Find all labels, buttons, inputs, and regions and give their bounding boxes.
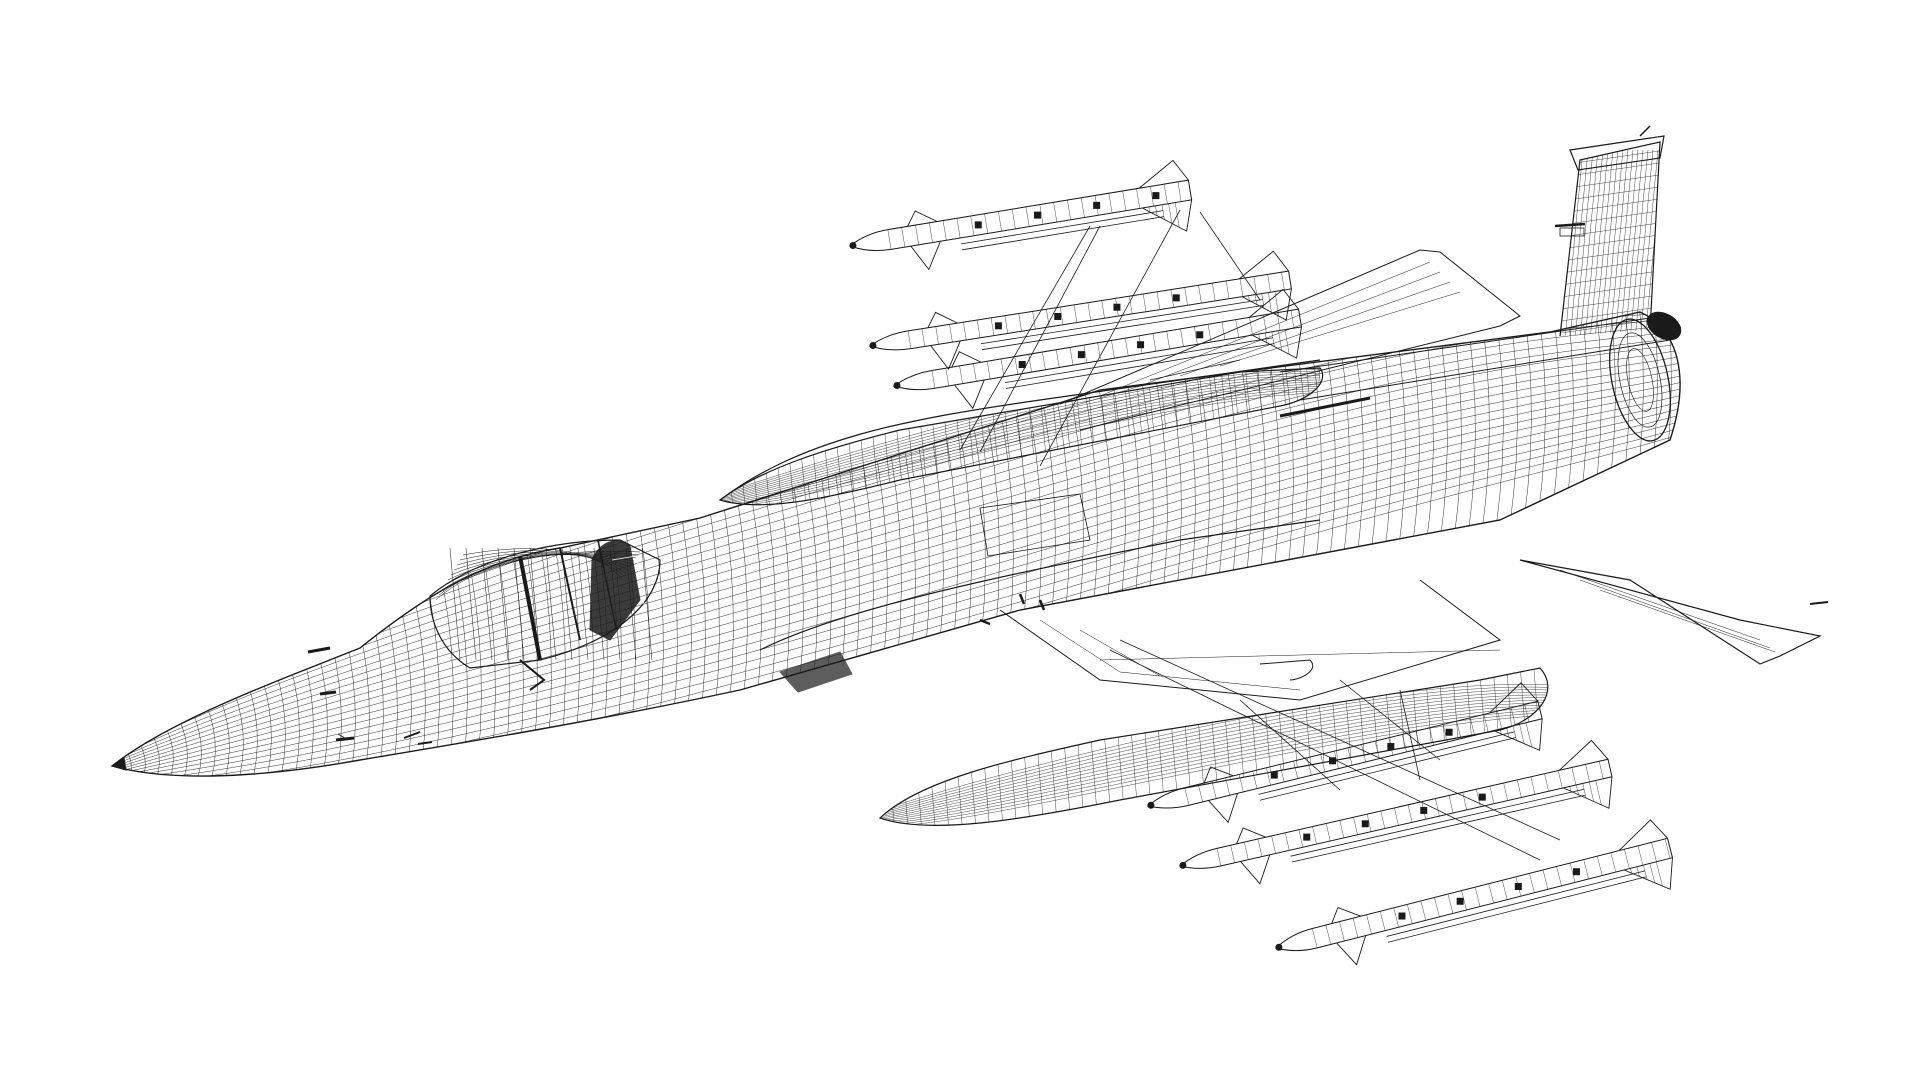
- lower-fuel-tank: [878, 659, 1549, 826]
- upper-fuel-tank: [718, 367, 1324, 506]
- missile: [1146, 682, 1543, 824]
- missile: [892, 288, 1303, 410]
- nose-details: [110, 646, 433, 771]
- lower-wing: [999, 579, 1502, 701]
- missile: [1178, 739, 1613, 885]
- cockpit-canopy: [429, 539, 661, 691]
- missile-group: [848, 159, 1674, 966]
- pylon-struts: [959, 209, 1561, 861]
- horizontal-stabilizer: [1519, 559, 1829, 665]
- missile: [1275, 819, 1674, 966]
- intake-details: [779, 396, 1371, 693]
- missile: [868, 250, 1292, 370]
- missile: [848, 159, 1193, 271]
- fuselage: [110, 311, 1682, 777]
